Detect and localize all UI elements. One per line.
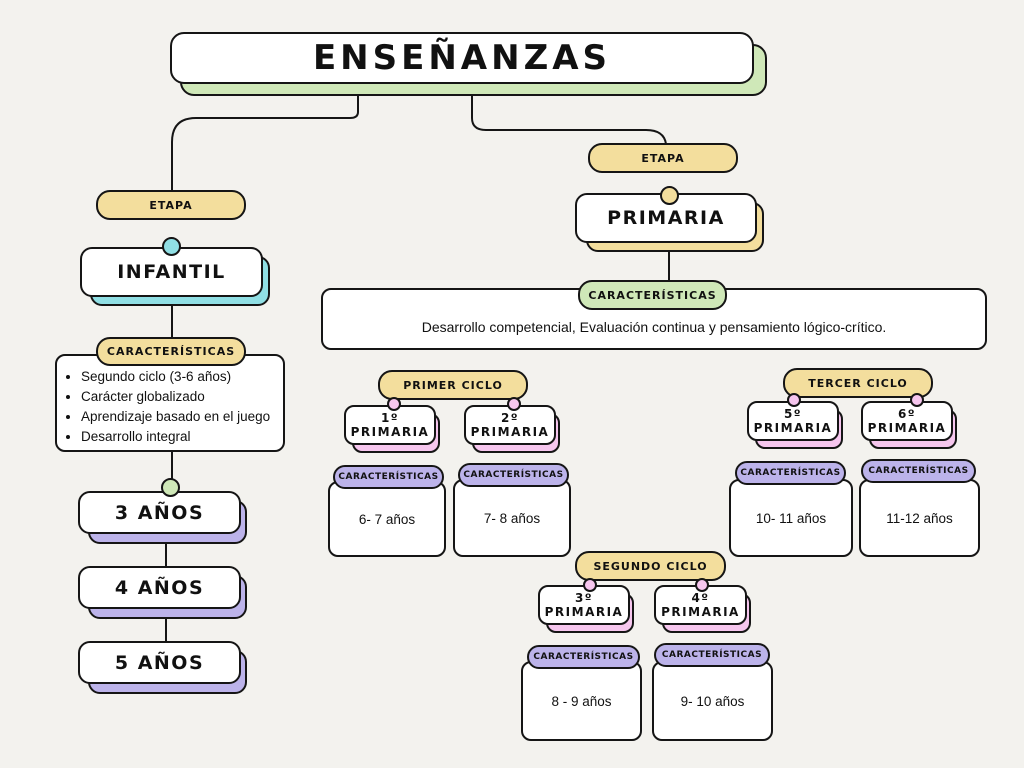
infantil-connector-dot — [162, 237, 181, 256]
caracteristica-item: Aprendizaje basado en el juego — [81, 407, 270, 427]
connector-title-primaria — [471, 96, 667, 145]
grade-3-dot — [583, 578, 597, 592]
grade-2-age-box: 7- 8 años — [453, 479, 571, 557]
primaria-connector-dot — [660, 186, 679, 205]
primaria-caracteristicas-box: Desarrollo competencial, Evaluación cont… — [321, 288, 987, 350]
grade-5-age-box: 10- 11 años — [729, 479, 853, 557]
grade-3-caracteristicas-label: CARACTERÍSTICAS — [527, 645, 640, 669]
age-5-box: 5 AÑOS — [78, 641, 241, 684]
grade-5-caracteristicas-label: CARACTERÍSTICAS — [735, 461, 846, 485]
grade-3-age-box: 8 - 9 años — [521, 661, 642, 741]
grade-2-box: 2º PRIMARIA — [464, 405, 556, 445]
age-4-box: 4 AÑOS — [78, 566, 241, 609]
grade-1-caracteristicas-label: CARACTERÍSTICAS — [333, 465, 444, 489]
page-title: ENSEÑANZAS — [170, 32, 754, 84]
connector-title-infantil — [171, 96, 359, 192]
caracteristica-item: Segundo ciclo (3-6 años) — [81, 367, 270, 387]
primaria-caracteristicas-label: CARACTERÍSTICAS — [578, 280, 727, 310]
grade-4-age-box: 9- 10 años — [652, 661, 773, 741]
grade-6-dot — [910, 393, 924, 407]
primer-ciclo-label: PRIMER CICLO — [378, 370, 528, 400]
grade-1-box: 1º PRIMARIA — [344, 405, 436, 445]
grade-4-dot — [695, 578, 709, 592]
ages-connector-dot — [161, 478, 180, 497]
infantil-caracteristicas-box: Segundo ciclo (3-6 años) Carácter global… — [55, 354, 285, 452]
grade-5-box: 5º PRIMARIA — [747, 401, 839, 441]
grade-4-caracteristicas-label: CARACTERÍSTICAS — [654, 643, 770, 667]
tercer-ciclo-label: TERCER CICLO — [783, 368, 933, 398]
grade-2-caracteristicas-label: CARACTERÍSTICAS — [458, 463, 569, 487]
grade-6-box: 6º PRIMARIA — [861, 401, 953, 441]
grade-5-dot — [787, 393, 801, 407]
grade-6-caracteristicas-label: CARACTERÍSTICAS — [861, 459, 976, 483]
grade-1-dot — [387, 397, 401, 411]
grade-3-box: 3º PRIMARIA — [538, 585, 630, 625]
grade-2-dot — [507, 397, 521, 411]
age-3-box: 3 AÑOS — [78, 491, 241, 534]
caracteristica-item: Desarrollo integral — [81, 427, 270, 447]
segundo-ciclo-label: SEGUNDO CICLO — [575, 551, 726, 581]
caracteristica-item: Carácter globalizado — [81, 387, 270, 407]
grade-1-age-box: 6- 7 años — [328, 481, 446, 557]
infantil-etapa-label: ETAPA — [96, 190, 246, 220]
infantil-caracteristicas-label: CARACTERÍSTICAS — [96, 337, 246, 366]
grade-6-age-box: 11-12 años — [859, 479, 980, 557]
primaria-etapa-label: ETAPA — [588, 143, 738, 173]
infantil-caracteristicas-list: Segundo ciclo (3-6 años) Carácter global… — [57, 367, 270, 447]
